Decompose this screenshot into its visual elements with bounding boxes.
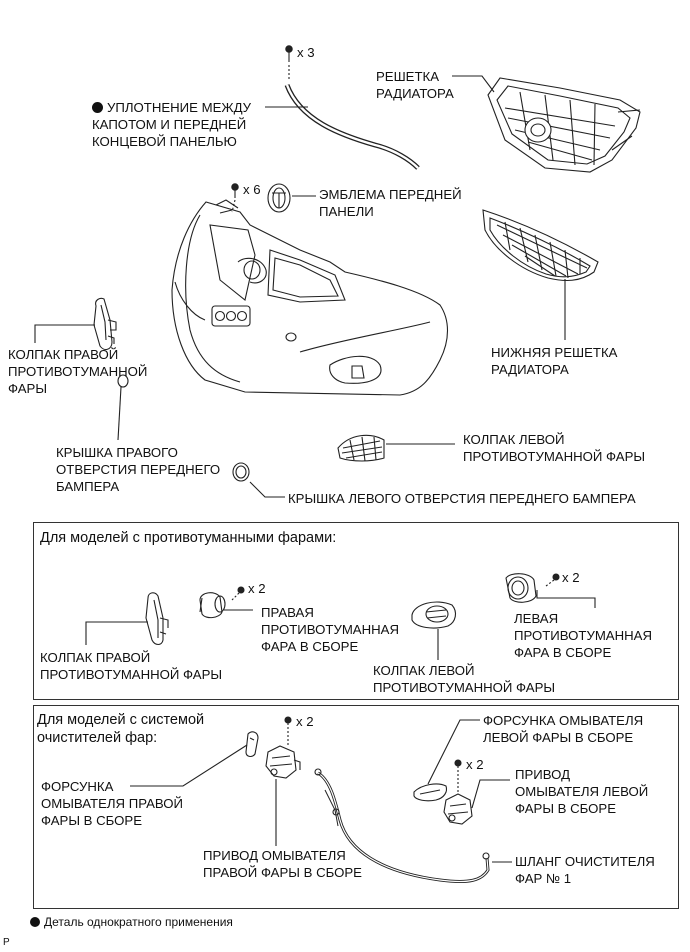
leader-lh-hole-cover [249, 481, 285, 498]
label-hood-seal-text: УПЛОТНЕНИЕ МЕЖДУ КАПОТОМ И ПЕРЕДНЕЙ КОНЦ… [92, 100, 252, 149]
leader-washer-rh-nozzle [130, 744, 248, 787]
emblem-drawing [267, 183, 291, 213]
qty-rh-fog-screws: x 2 [248, 581, 266, 596]
leader-washer-lh-actuator [471, 779, 510, 809]
leader-fog-box-rh-cover [85, 621, 148, 645]
hood-seal-drawing [284, 84, 420, 170]
fog-box-rh-lamp-drawing [199, 592, 226, 619]
qty-lh-washer-screws: x 2 [466, 757, 484, 772]
leader-rh-fog-cover [34, 324, 95, 343]
washer-rh-nozzle-drawing [245, 731, 259, 757]
rh-fog-cover-drawing [93, 297, 117, 351]
screw-icon [284, 716, 292, 745]
fog-box-label-lh-lamp: ЛЕВАЯ ПРОТИВОТУМАННАЯ ФАРА В СБОРЕ [514, 611, 652, 660]
fog-lamp-models-box [33, 522, 679, 700]
label-rh-hole-cover: КРЫШКА ПРАВОГО ОТВЕРСТИЯ ПЕРЕДНЕГО БАМПЕ… [56, 445, 221, 494]
fog-box-lh-lamp-drawing [505, 573, 537, 603]
washer-hose-drawing [314, 768, 490, 884]
non-reusable-dot-icon [92, 102, 103, 113]
fog-box-title: Для моделей с противотуманными фарами: [40, 530, 337, 546]
label-lower-grille: НИЖНЯЯ РЕШЕТКА РАДИАТОРА [491, 345, 618, 377]
leader-rh-hole-cover [117, 386, 122, 441]
rh-hole-cover-drawing [117, 374, 129, 388]
lh-hole-cover-drawing [232, 462, 250, 482]
qty-rh-washer-screws: x 2 [296, 714, 314, 729]
fog-box-lh-cover-drawing [411, 601, 457, 629]
washer-label-rh-nozzle: ФОРСУНКА ОМЫВАТЕЛЯ ПРАВОЙ ФАРЫ В СБОРЕ [41, 779, 184, 828]
leader-fog-box-lh-lamp [536, 590, 596, 608]
qty-seal-clips: x 3 [297, 45, 315, 60]
leader-grille [452, 75, 495, 93]
washer-rh-actuator-drawing [265, 745, 301, 779]
label-lh-fog-cover: КОЛПАК ЛЕВОЙ ПРОТИВОТУМАННОЙ ФАРЫ [463, 432, 646, 464]
non-reusable-dot-icon [30, 917, 40, 927]
washer-label-rh-actuator: ПРИВОД ОМЫВАТЕЛЯ ПРАВОЙ ФАРЫ В СБОРЕ [203, 848, 362, 880]
fog-box-label-rh-lamp: ПРАВАЯ ПРОТИВОТУМАННАЯ ФАРА В СБОРЕ [261, 605, 399, 654]
washer-label-hose: ШЛАНГ ОЧИСТИТЕЛЯ ФАР № 1 [515, 854, 655, 886]
screw-icon [545, 573, 560, 587]
legend-footnote: Деталь однократного применения [30, 914, 233, 930]
fog-box-rh-cover-drawing [145, 592, 169, 646]
radiator-grille-drawing [487, 77, 641, 173]
clip-icon [231, 183, 239, 213]
screw-icon [454, 759, 462, 793]
label-lh-hole-cover: КРЫШКА ЛЕВОГО ОТВЕРСТИЯ ПЕРЕДНЕГО БАМПЕР… [288, 491, 636, 506]
washer-label-lh-nozzle: ФОРСУНКА ОМЫВАТЕЛЯ ЛЕВОЙ ФАРЫ В СБОРЕ [483, 713, 644, 745]
label-emblem: ЭМБЛЕМА ПЕРЕДНЕЙ ПАНЕЛИ [319, 187, 462, 219]
lower-grille-drawing [482, 209, 599, 282]
fog-box-label-lh-cover: КОЛПАК ЛЕВОЙ ПРОТИВОТУМАННОЙ ФАРЫ [373, 663, 556, 695]
front-bumper-drawing [171, 199, 449, 396]
leader-washer-lh-nozzle [427, 719, 480, 785]
washer-box-title: Для моделей с системой очистителей фар: [37, 712, 205, 746]
headlamp-washer-models-box [33, 705, 679, 909]
qty-lh-fog-screws: x 2 [562, 570, 580, 585]
label-rh-fog-cover: КОЛПАК ПРАВОЙ ПРОТИВОТУМАННОЙ ФАРЫ [8, 347, 148, 396]
washer-label-lh-actuator: ПРИВОД ОМЫВАТЕЛЯ ЛЕВОЙ ФАРЫ В СБОРЕ [515, 767, 649, 816]
lh-fog-cover-drawing [337, 434, 385, 462]
washer-lh-actuator-drawing [443, 793, 473, 825]
washer-lh-nozzle-drawing [413, 783, 448, 802]
label-radiator-grille: РЕШЕТКА РАДИАТОРА [376, 69, 454, 101]
legend-footnote-text: Деталь однократного применения [44, 915, 233, 929]
qty-bumper-clips: x 6 [243, 182, 261, 197]
fog-box-label-rh-cover: КОЛПАК ПРАВОЙ ПРОТИВОТУМАННОЙ ФАРЫ [40, 650, 223, 682]
clip-icon [285, 45, 293, 80]
label-hood-seal: УПЛОТНЕНИЕ МЕЖДУ КАПОТОМ И ПЕРЕДНЕЙ КОНЦ… [92, 99, 251, 150]
screw-icon [231, 586, 245, 601]
diagram-code: P [3, 937, 10, 948]
